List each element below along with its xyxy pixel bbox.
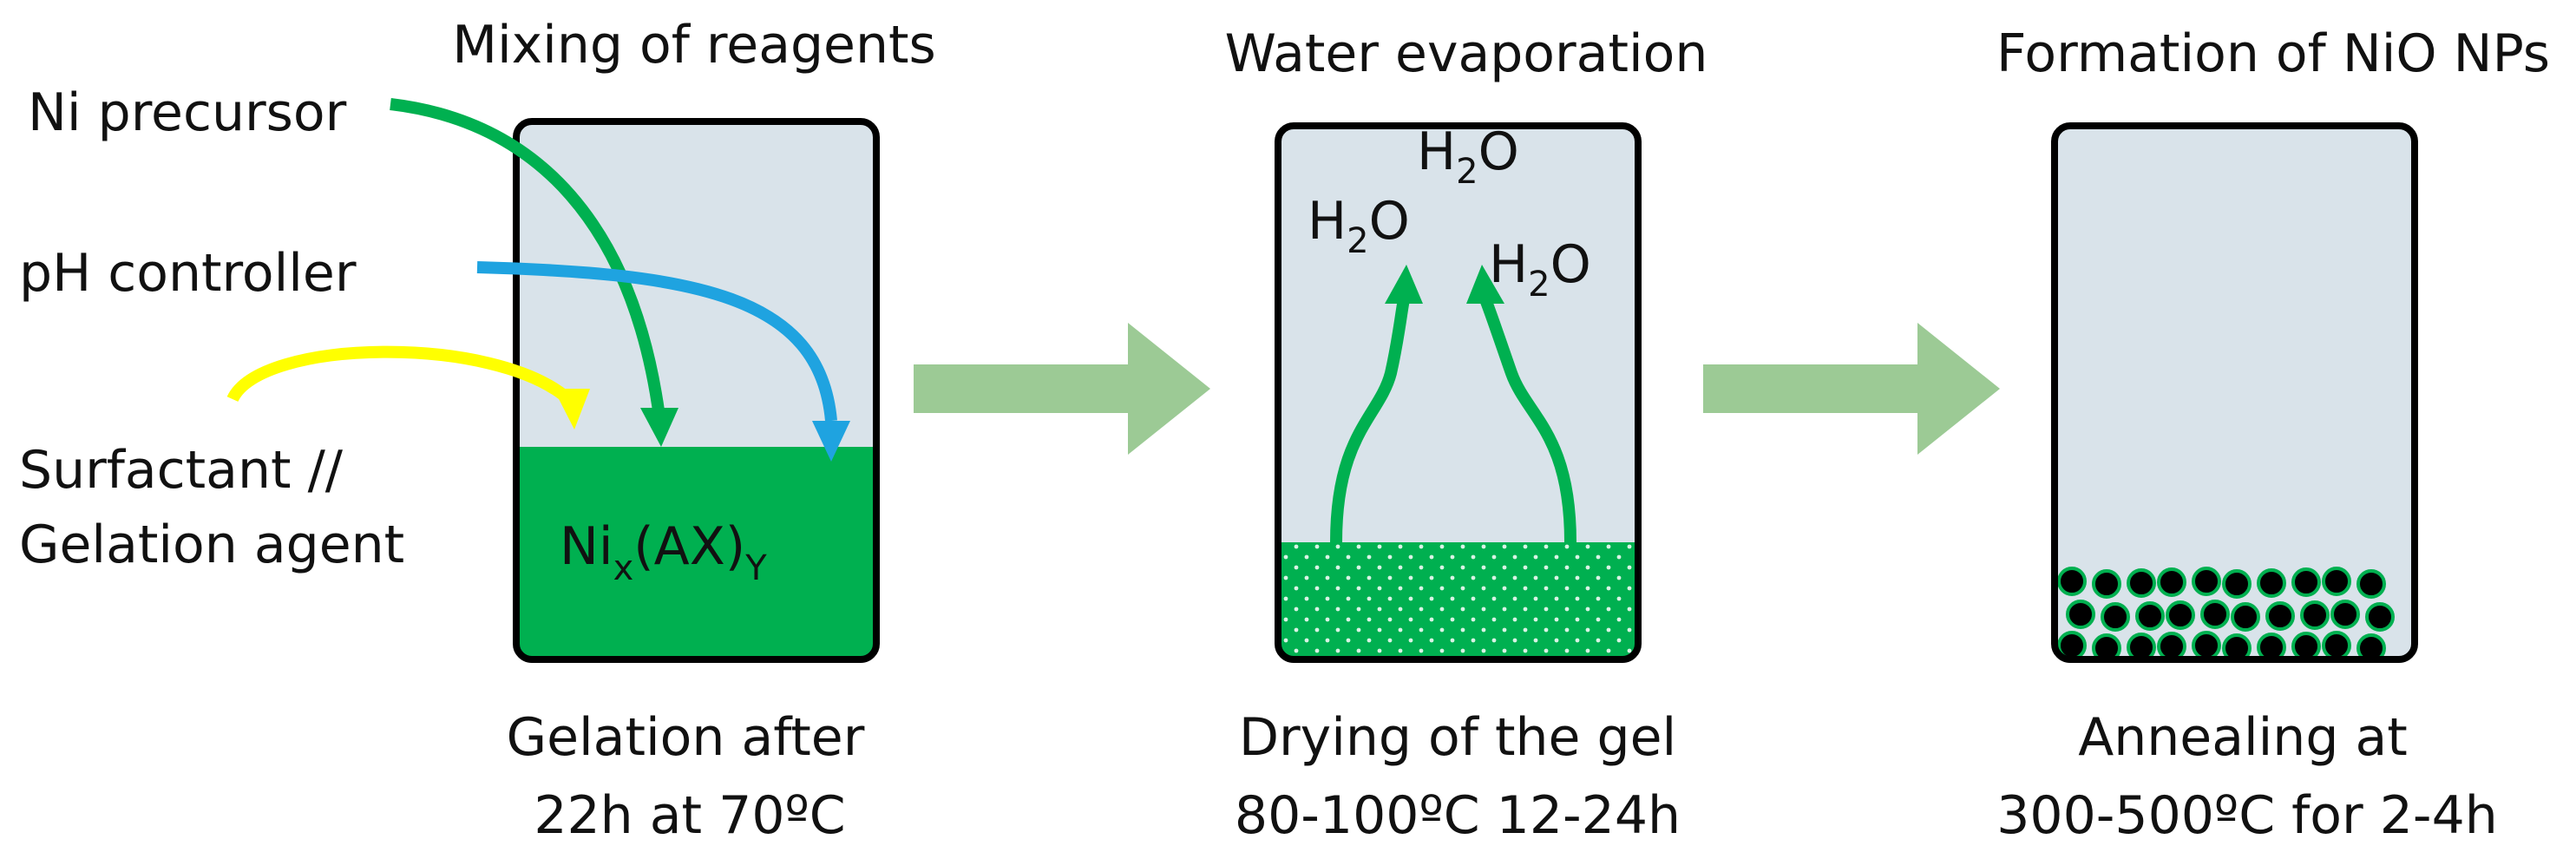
nanoparticle (2322, 567, 2351, 596)
nanoparticle (2101, 602, 2130, 632)
stage2-caption-line2: 80-100ºC 12-24h (1235, 785, 1681, 846)
nanoparticle (2066, 600, 2095, 629)
nanoparticle (2192, 567, 2221, 596)
evaporation-arrow-left (1330, 265, 1423, 543)
surfactant-arrow (226, 345, 590, 430)
ni-precursor-label: Ni precursor (28, 82, 347, 143)
gel-liquid (516, 447, 876, 659)
nanoparticle (2330, 600, 2360, 629)
nanoparticle (2166, 600, 2195, 630)
nanoparticle (2135, 601, 2165, 631)
nio-nanoparticles (2057, 567, 2395, 663)
stage1-caption-line1: Gelation after (507, 707, 865, 768)
nanoparticle (2257, 568, 2286, 598)
ph-controller-label: pH controller (19, 243, 357, 304)
stage2-caption-line1: Drying of the gel (1239, 707, 1676, 768)
dried-gel (1278, 542, 1638, 659)
stage1-caption-line2: 22h at 70ºC (534, 785, 845, 846)
surfactant-label-line2: Gelation agent (19, 515, 404, 575)
gel-formula: Nix(AX)Y (560, 516, 767, 588)
nanoparticle (2092, 569, 2121, 599)
ni-precursor-arrow (390, 98, 678, 447)
nanoparticle (2127, 568, 2156, 598)
stage3-caption-line2: 300-500ºC for 2-4h (1996, 785, 2498, 846)
nanoparticle (2057, 567, 2087, 596)
water-label-2: H2O (1308, 191, 1410, 261)
nanoparticle (2322, 631, 2351, 660)
nanoparticle (2192, 631, 2221, 660)
nanoparticle (2222, 569, 2252, 599)
nanoparticle (2200, 600, 2230, 629)
stage3-title: Formation of NiO NPs (1996, 23, 2550, 84)
nanoparticle (2300, 600, 2330, 630)
nanoparticle (2231, 602, 2260, 632)
nanoparticle (2157, 567, 2186, 597)
stage2-container (1275, 122, 1642, 663)
evaporation-arrow-right (1466, 265, 1576, 543)
ph-controller-arrow (476, 261, 850, 462)
nanoparticle (2356, 569, 2386, 599)
stage2-title: Water evaporation (1225, 23, 1708, 84)
water-label-3: H2O (1489, 234, 1591, 305)
process-arrow-2 (1703, 323, 2000, 455)
nanoparticle (2365, 602, 2395, 632)
water-label-1: H2O (1417, 121, 1519, 192)
nanoparticle (2291, 567, 2321, 597)
nanoparticle (2265, 601, 2295, 631)
nanoparticle (2157, 632, 2186, 661)
stage1-title: Mixing of reagents (452, 15, 936, 75)
stage3-caption-line1: Annealing at (2078, 707, 2408, 768)
stage3-container (2051, 122, 2418, 663)
process-arrow-1 (914, 323, 1210, 455)
nanoparticle (2291, 632, 2321, 661)
surfactant-label-line1: Surfactant // (19, 440, 344, 501)
